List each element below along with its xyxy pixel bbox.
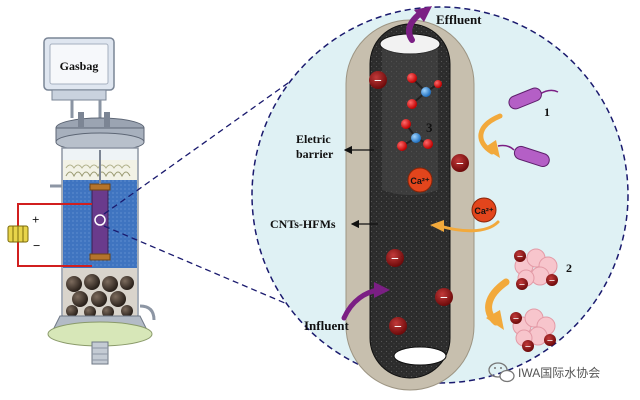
zoom-line-top (103, 55, 327, 215)
negative-charge: − (386, 249, 404, 267)
gasbag: Gasbag (43, 37, 115, 101)
svg-text:−: − (440, 291, 448, 306)
zoom-view: 3 Ca²⁺ − − − − − Effluent Influent Eletr… (251, 6, 629, 391)
cnts-hfms-label: CNTs-HFMs (270, 217, 336, 231)
calcium-ion-outer: Ca²⁺ (471, 197, 497, 223)
surface-charges: − − − − − (369, 71, 469, 335)
svg-text:−: − (519, 279, 525, 291)
svg-text:−: − (513, 313, 519, 325)
repel-arrow-foulant (485, 278, 510, 330)
foulant-cluster-incoming: − − − (514, 248, 558, 291)
wechat-icon (488, 362, 515, 383)
calcium-label-outer: Ca²⁺ (474, 206, 494, 216)
watermark: IWA国际水协会 (488, 362, 600, 383)
marker-3: 3 (426, 120, 433, 135)
svg-text:−: − (374, 74, 382, 89)
molecule-1 (407, 73, 442, 109)
gasbag-label: Gasbag (60, 59, 99, 73)
svg-text:−: − (517, 251, 523, 263)
reactor-base (47, 304, 156, 365)
influent-label: Influent (304, 318, 349, 333)
svg-text:−: − (525, 341, 531, 353)
negative-charge: − (389, 317, 407, 335)
watermark-text: IWA国际水协会 (518, 365, 600, 380)
repel-arrow-bacteria (478, 113, 503, 158)
svg-text:−: − (391, 252, 399, 267)
plus-sign: + (32, 212, 39, 227)
svg-text:−: − (549, 275, 555, 287)
marker-2: 2 (566, 261, 572, 275)
svg-text:−: − (547, 335, 553, 347)
svg-text:−: − (394, 320, 402, 335)
membrane-module (89, 150, 111, 261)
negative-charge: − (451, 154, 469, 172)
electric-barrier-label-line1: Eletric (296, 132, 331, 146)
marker-1: 1 (544, 105, 550, 119)
molecule-2 (397, 119, 433, 151)
effluent-label: Effluent (436, 12, 482, 27)
foulant-cluster-repelled: − − − (510, 308, 556, 353)
electric-barrier-label-line2: barrier (296, 147, 334, 161)
calcium-attraction-arrow (430, 220, 500, 233)
molecule-group: 3 (397, 73, 442, 151)
granule-bed (66, 274, 134, 318)
calcium-ion-inner: Ca²⁺ (407, 167, 433, 193)
bacterium-incoming (508, 87, 559, 110)
bacterium-repelled (497, 144, 550, 168)
electric-circuit: + − (7, 203, 92, 267)
zoom-line-bottom (103, 225, 321, 319)
svg-text:−: − (456, 157, 464, 172)
reactor-apparatus: Gasbag (7, 37, 156, 365)
influent-arrow (341, 282, 390, 321)
minus-sign: − (33, 238, 40, 253)
negative-charge: − (435, 288, 453, 306)
effluent-arrow (406, 6, 432, 43)
negative-charge: − (369, 71, 387, 89)
reactor-lid (55, 112, 145, 152)
reactor-column (50, 147, 139, 318)
cnt-hollow-fiber (369, 23, 451, 379)
calcium-label-inner: Ca²⁺ (410, 176, 430, 186)
